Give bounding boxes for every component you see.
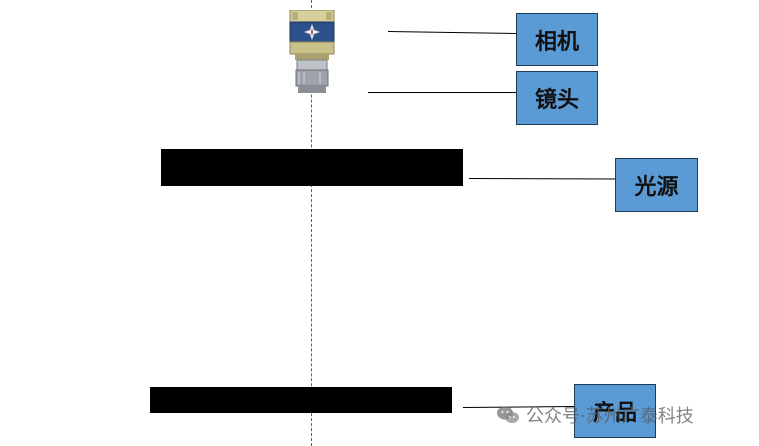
camera-leader-line [387,31,516,35]
lens-label-text: 镜头 [534,87,579,113]
watermark-text: 公众号·苏州广泰科技 [526,406,694,427]
light-leader-line [468,178,616,180]
wechat-icon [497,406,519,423]
logo-icon [304,24,320,40]
camera-illustration [289,10,335,93]
lens-leader-line [368,92,516,93]
light-source-label-text: 光源 [634,174,679,200]
lens-label: 镜头 [516,71,598,125]
light-source-bar [161,149,463,186]
product-bar [150,387,452,413]
light-source-label: 光源 [615,158,698,212]
product-label-text: 产品 [592,400,637,426]
watermark: 公众号·苏州广泰科技 [496,402,694,428]
product-label: 产品 [574,384,656,438]
camera-label: 相机 [516,13,598,66]
camera-label-text: 相机 [534,28,579,55]
optical-axis-line [311,0,312,446]
